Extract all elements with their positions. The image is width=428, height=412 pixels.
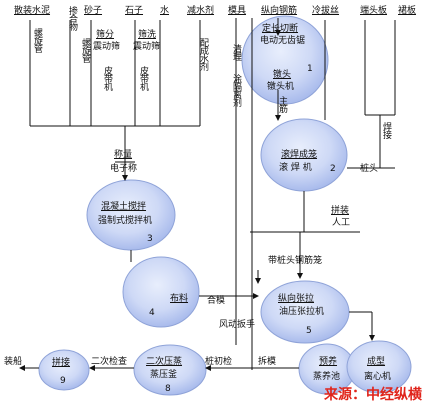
bubble-step-1 (241, 15, 329, 105)
label-cage-with-head: 带桩头钢筋笼 (268, 256, 323, 266)
label-screw-conveyor-2: 螺旋管 (80, 38, 90, 62)
material-skirt-plate: 裙板 (398, 6, 417, 16)
label-release-agent: 涂隔离剂 (231, 74, 241, 106)
material-sand: 砂子 (84, 6, 103, 16)
step8-equipment: 蒸压釜 (150, 370, 178, 380)
step9-number: 9 (60, 376, 66, 386)
step3-title: 混凝土搅拌 (101, 202, 147, 212)
step5-number: 5 (306, 326, 312, 336)
step1-upset: 镦头 (273, 70, 292, 80)
label-demold: 拆模 (258, 357, 277, 367)
label-assembly: 拼装 (331, 206, 350, 216)
label-screw-conveyor-1: 螺旋管 (32, 28, 42, 52)
material-bulk-cement: 散装水泥 (14, 6, 51, 16)
label-manual: 人工 (332, 218, 351, 228)
label-second-inspection: 二次检查 (91, 357, 128, 367)
step4-distribution: 布料 (170, 294, 189, 304)
material-water: 水 (160, 6, 170, 16)
step2-equipment: 滚 焊 机 (279, 163, 312, 173)
label-vib-screen-2: 震动筛 (133, 42, 161, 52)
label-main-rebar: 主筋 (277, 96, 287, 112)
label-electronic-scale: 电子称 (110, 164, 138, 174)
label-air-wrench: 风动扳手 (219, 320, 256, 330)
label-vib-screen-1: 震动筛 (93, 42, 121, 52)
label-prepare-water-agent: 配成水剂 (198, 38, 208, 70)
step3-equipment: 强制式搅拌机 (98, 216, 153, 226)
label-belt-conveyor-2: 皮带机 (138, 66, 148, 90)
bubble-step-4 (122, 256, 200, 328)
step8-title: 二次压蒸 (146, 357, 183, 367)
label-sift: 筛分 (96, 30, 115, 40)
label-close-mold: 合模 (207, 296, 226, 306)
step4-number: 4 (149, 308, 155, 318)
step1-equipment: 电动无齿锯 (260, 36, 306, 46)
label-initial-inspection: 桩初检 (205, 357, 233, 367)
step7-title: 预养 (319, 357, 338, 367)
material-water-reducer: 减水剂 (187, 6, 215, 16)
step6-equipment: 离心机 (364, 372, 392, 382)
material-end-plate: 端头板 (360, 6, 388, 16)
step2-number: 2 (330, 164, 336, 174)
material-cold-drawn-wire: 冷拔丝 (312, 6, 340, 16)
step8-number: 8 (165, 384, 171, 394)
label-shipping: 装船 (4, 357, 23, 367)
step5-equipment: 油压张拉机 (279, 307, 325, 317)
step5-title: 纵向张拉 (278, 294, 315, 304)
label-pile-head: 桩头 (360, 164, 379, 174)
material-admixture: 掺合物 (67, 6, 77, 30)
label-weighing: 称量 (114, 150, 133, 160)
step3-number: 3 (147, 234, 153, 244)
step7-equipment: 蒸养池 (313, 372, 341, 382)
material-mold: 模具 (228, 6, 247, 16)
label-clean: 清理 (231, 44, 241, 60)
bubble-step-6 (346, 340, 412, 394)
material-rebar: 纵向钢筋 (261, 6, 298, 16)
label-belt-conveyor-1: 皮带机 (102, 66, 112, 90)
bubble-step-3 (86, 179, 176, 251)
source-note: 来源：中经纵横 (324, 387, 422, 403)
step2-title: 滚焊成笼 (281, 150, 318, 160)
step1-title: 定长切断 (262, 24, 299, 34)
material-stone: 石子 (125, 6, 144, 16)
label-weld: 焊接 (381, 122, 391, 138)
label-wash: 筛洗 (138, 30, 157, 40)
step9-title: 拼接 (52, 358, 71, 368)
step1-number: 1 (307, 64, 313, 74)
step1-upset-machine: 镦头机 (267, 82, 295, 92)
step6-title: 成型 (367, 357, 386, 367)
